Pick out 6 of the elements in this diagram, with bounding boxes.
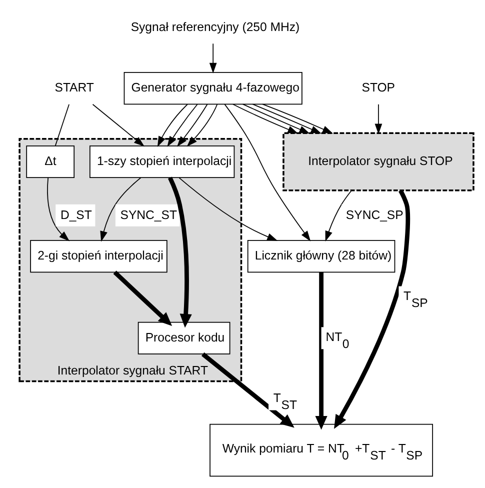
edge-label: SYNC_ST — [120, 208, 176, 222]
node-text: STOP — [361, 80, 395, 95]
edge-label: SYNC_SP — [345, 208, 403, 222]
node-text: Sygnał referencyjny (250 MHz) — [130, 20, 300, 34]
edge-label: D_ST — [60, 208, 92, 222]
node-text: START — [54, 80, 94, 95]
